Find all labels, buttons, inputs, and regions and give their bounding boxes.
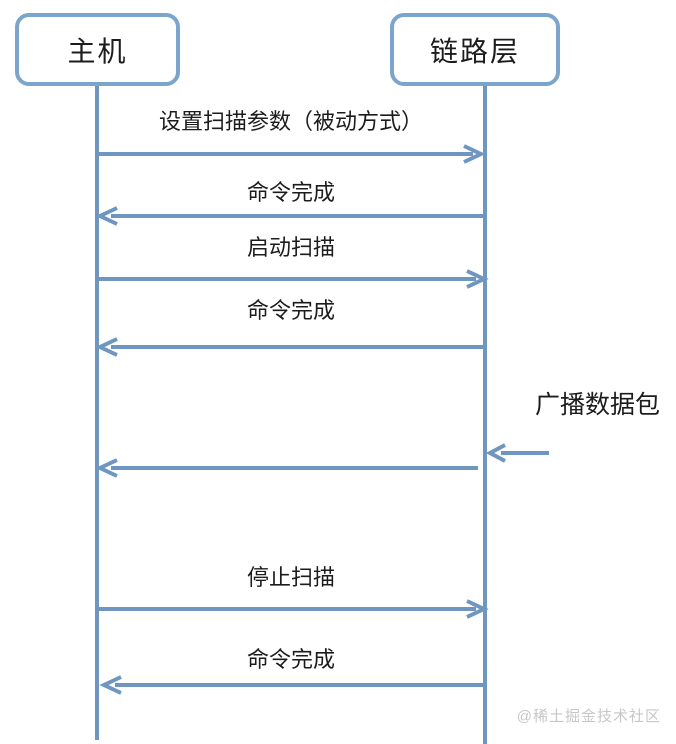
actor-label-link-layer: 链路层 [429,36,520,68]
actor-box-link-layer: 链路层 [390,13,560,86]
watermark: @稀土掘金技术社区 [516,708,661,725]
arrow-broadcast-to-host [95,458,478,478]
message-label-broadcast-packet: 广播数据包 [535,392,661,419]
actor-label-host: 主机 [67,36,128,68]
message-label-command-complete-1: 命令完成 [246,180,335,205]
message-label-command-complete-2: 命令完成 [246,298,335,323]
arrow-set-scan-params [97,144,486,164]
arrow-start-scan [99,269,489,289]
arrow-command-complete-2 [95,337,485,357]
arrow-command-complete-3 [99,675,485,695]
arrow-stop-scan [99,599,489,619]
actor-box-host: 主机 [15,13,180,86]
message-label-stop-scan: 停止扫描 [246,565,335,590]
message-label-set-scan-params: 设置扫描参数（被动方式） [158,109,423,134]
message-label-command-complete-3: 命令完成 [246,647,335,672]
message-label-start-scan: 启动扫描 [246,235,335,260]
arrow-broadcast-in [485,443,549,463]
arrow-command-complete-1 [95,206,485,226]
